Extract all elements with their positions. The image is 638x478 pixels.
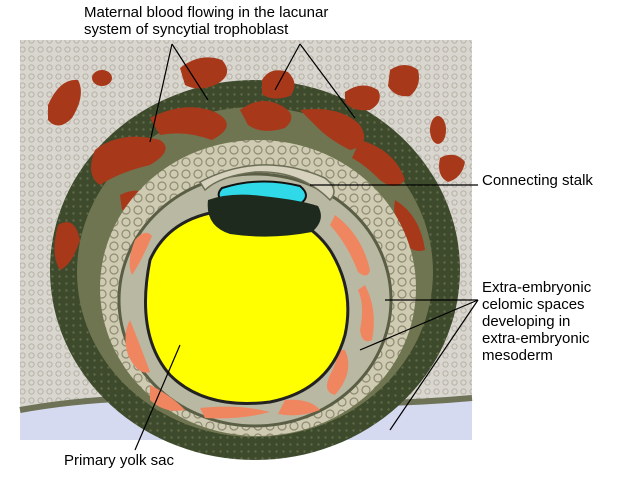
label-celomic-spaces: Extra-embryonic celomic spaces developin… xyxy=(482,279,592,364)
connecting-stalk xyxy=(198,164,335,202)
lacunae xyxy=(54,101,425,270)
primary-yolk-sac xyxy=(144,208,350,405)
label-primary-yolk-sac: Primary yolk sac xyxy=(64,452,175,469)
label-connecting-stalk: Connecting stalk xyxy=(482,172,593,189)
leader-lines xyxy=(134,43,479,451)
embryonic-disc xyxy=(207,194,321,237)
maternal-blood-blobs xyxy=(48,57,465,182)
label-maternal-blood: Maternal blood flowing in the lacunar sy… xyxy=(84,4,329,38)
